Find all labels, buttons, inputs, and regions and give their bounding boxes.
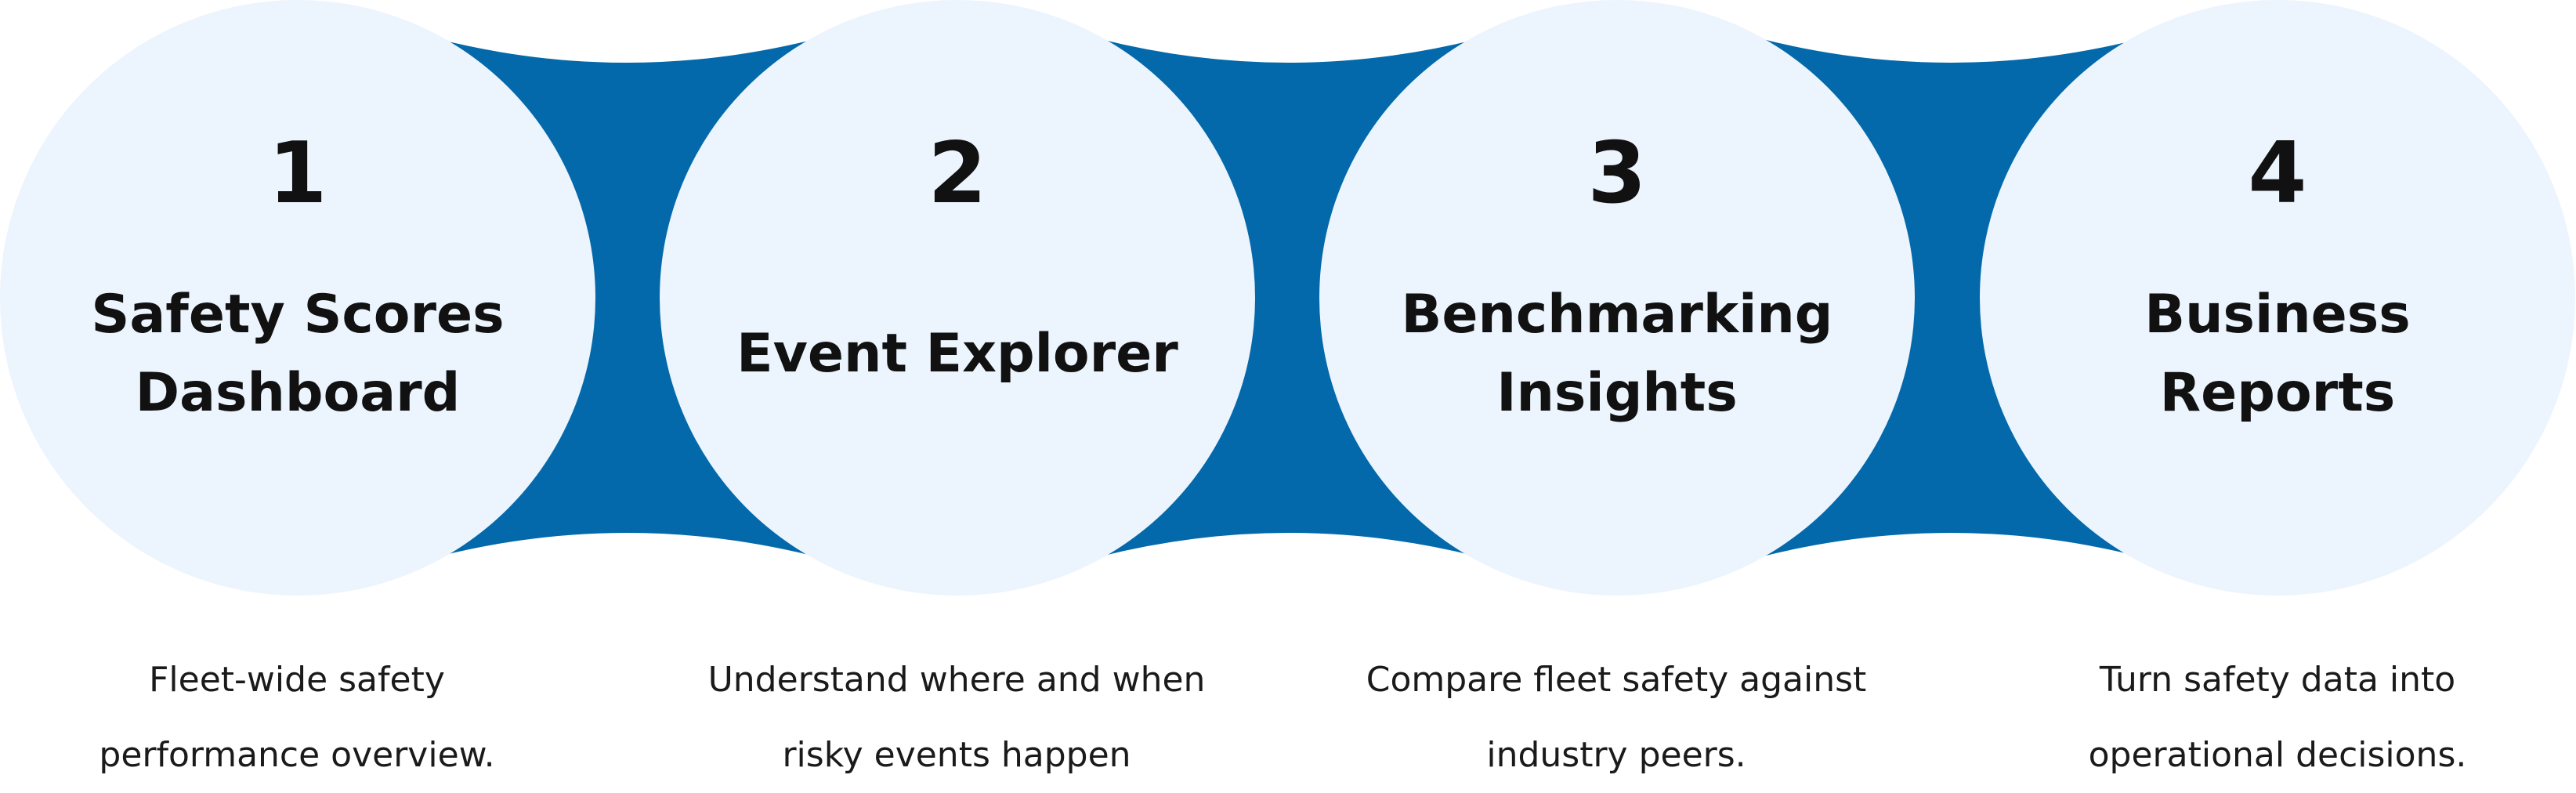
step-circle-4: [1980, 0, 2575, 596]
step-description-2: Understand where and when risky events h…: [659, 643, 1254, 793]
step-description-3-line-1: Compare fleet safety against: [1366, 660, 1867, 700]
step-description-1: Fleet-wide safety performance overview.: [0, 643, 595, 793]
step-number-3: 3: [1587, 125, 1646, 223]
step-circle-1: [0, 0, 595, 596]
step-description-4: Turn safety data into operational decisi…: [1980, 643, 2575, 793]
step-title-3-line-2: Insights: [1496, 362, 1738, 424]
step-title-1-line-1: Safety Scores: [91, 284, 504, 346]
step-title-4-line-1: Business: [2144, 284, 2411, 346]
step-title-4-line-2: Reports: [2160, 362, 2395, 424]
step-circle-3: [1319, 0, 1915, 596]
step-description-3-line-2: industry peers.: [1486, 735, 1746, 775]
step-title-3-line-1: Benchmarking: [1402, 284, 1833, 346]
step-description-2-line-2: risky events happen: [782, 735, 1131, 775]
step-number-4: 4: [2248, 125, 2306, 223]
step-title-1-line-2: Dashboard: [136, 362, 461, 424]
step-description-4-line-1: Turn safety data into: [2099, 660, 2456, 700]
step-description-2-line-1: Understand where and when: [707, 660, 1206, 700]
step-description-1-line-1: Fleet-wide safety: [149, 660, 445, 700]
step-circle-2: [660, 0, 1255, 596]
step-number-1: 1: [268, 125, 327, 223]
step-title-2-line-1: Event Explorer: [736, 323, 1178, 385]
step-description-1-line-2: performance overview.: [99, 735, 495, 775]
step-number-2: 2: [928, 125, 986, 223]
step-description-4-line-2: operational decisions.: [2088, 735, 2467, 775]
step-description-3: Compare fleet safety against industry pe…: [1319, 643, 1914, 793]
